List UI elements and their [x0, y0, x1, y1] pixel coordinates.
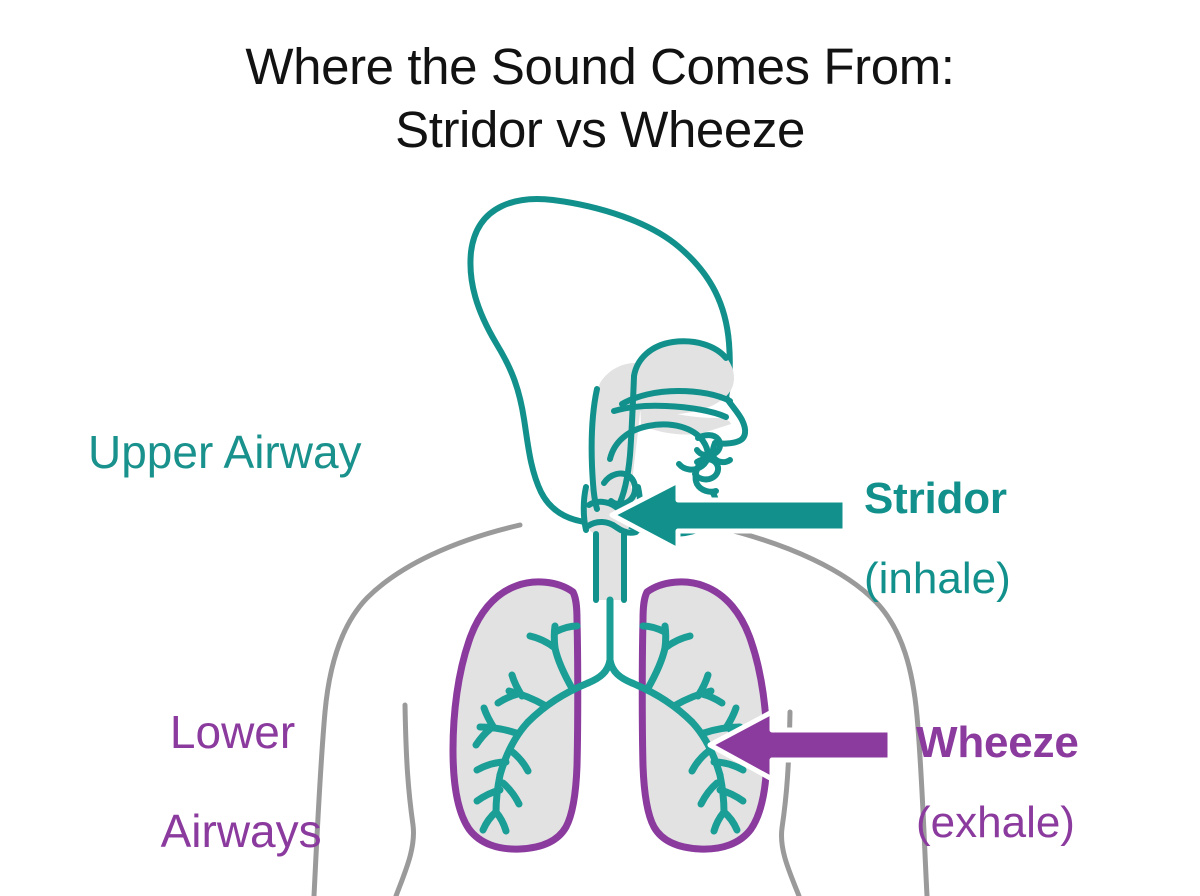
label-lower-airways: Lower Airways: [112, 658, 322, 896]
label-lower-airways-line-2: Airways: [160, 805, 322, 858]
callout-wheeze-sound: Wheeze: [916, 717, 1079, 767]
callout-stridor: Stridor (inhale): [864, 440, 1011, 637]
wheeze-arrow: [707, 709, 893, 782]
upper-airway-cavity: [582, 340, 734, 600]
lungs: [449, 578, 771, 853]
label-upper-airway: Upper Airway: [88, 426, 362, 478]
page-title: Where the Sound Comes From: Stridor vs W…: [0, 36, 1200, 161]
stridor-arrow: [609, 478, 848, 553]
lung-left: [449, 578, 582, 853]
lung-right: [638, 578, 771, 853]
callout-stridor-phase: (inhale): [864, 553, 1011, 603]
label-lower-airways-line-1: Lower: [169, 705, 296, 758]
callout-stridor-sound: Stridor: [864, 473, 1007, 523]
callout-wheeze-phase: (exhale): [916, 797, 1075, 847]
bronchial-tree: [472, 596, 748, 835]
title-line-2: Stridor vs Wheeze: [395, 100, 805, 158]
title-line-1: Where the Sound Comes From:: [245, 38, 955, 95]
callout-wheeze: Wheeze (exhale): [916, 684, 1079, 881]
